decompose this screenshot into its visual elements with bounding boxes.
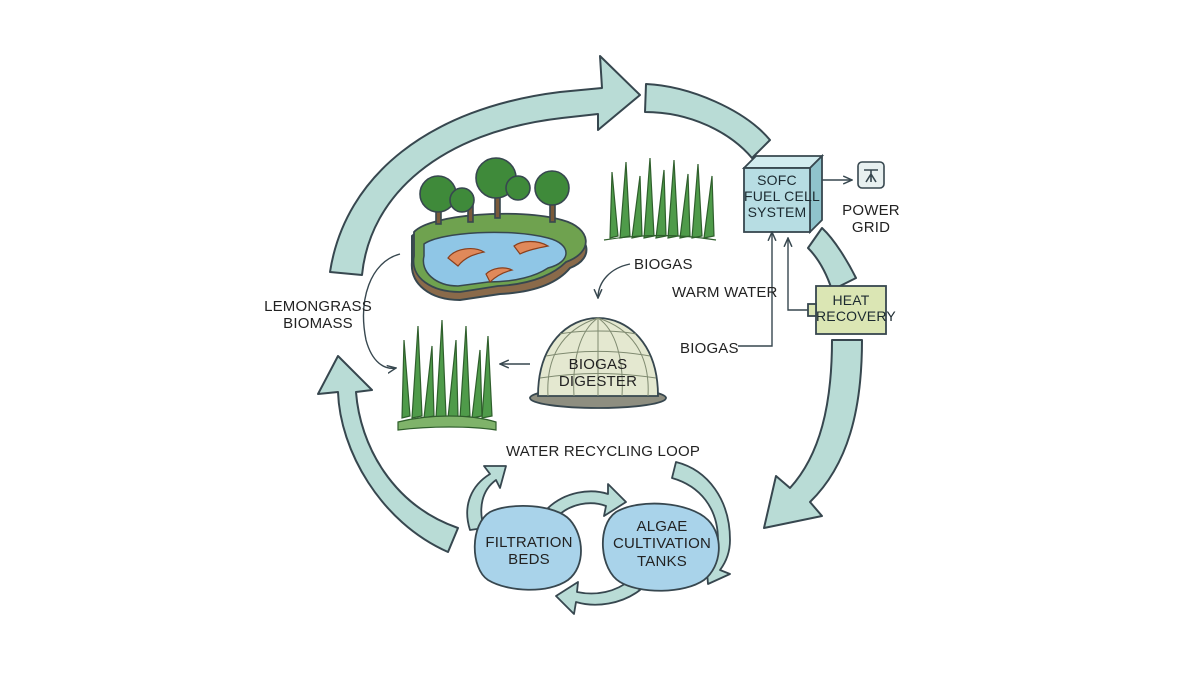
loop-arrow-top [547,483,627,517]
cycle-arrow-top-right [644,83,771,159]
filtration-beds-blob [473,504,582,591]
biogas-digester-dome [529,317,667,409]
algae-tanks-blob [602,502,720,592]
outer-cycle-arrows [317,55,863,553]
sofc-fuel-cell-box [741,153,825,235]
digester-label: BIOGAS DIGESTER [548,356,648,391]
lemongrass-biomass-illustration [397,319,497,431]
cycle-arrow-right-lower [763,339,863,529]
filtration-label-line1: FILTRATION [485,534,573,551]
power-grid-label-line1: POWER [842,202,900,219]
sofc-label: SOFC FUEL CELL SYSTEM [744,172,820,221]
line-heat-to-sofc [788,238,808,311]
warm-water-label: WARM WATER [672,284,778,301]
flow-lines [362,180,852,368]
power-grid-icon [857,161,885,189]
shrimp-1 [447,248,486,267]
lemongrass-biomass-label: LEMONGRASS BIOMASS [262,298,374,333]
power-grid-label-line2: GRID [851,219,891,237]
heat-recovery-box [807,285,887,335]
shrimp-pond-illustration [410,157,588,302]
algae-label-line2: CULTIVATION [612,535,712,553]
water-loop-title: WATER RECYCLING LOOP [506,443,701,460]
filtration-label-line2: BEDS [508,551,550,569]
algae-tanks-label: ALGAE CULTIVATION TANKS [604,518,720,570]
lemongrass-top-illustration [603,157,717,241]
tree-1 [419,175,457,213]
algae-label-line1: ALGAE [636,518,688,535]
digester-label-line2: DIGESTER [558,373,638,391]
filtration-beds-label: FILTRATION BEDS [474,534,584,569]
shrimp-2 [513,240,550,255]
algae-label-line3: TANKS [637,552,687,570]
line-pond-to-grass [362,253,401,368]
biogas-right-label: BIOGAS [680,340,739,357]
line-biogas-to-digester [598,263,631,298]
sofc-label-line1: SOFC [757,172,797,188]
sofc-label-line2: FUEL CELL [744,188,820,205]
power-grid-label: POWER GRID [838,202,904,237]
tree-3 [534,170,570,206]
sofc-label-line3: SYSTEM [747,204,807,221]
heat-recovery-label-line1: HEAT [832,292,870,308]
loop-arrow-right [671,461,731,585]
digester-label-line1: BIOGAS [568,356,628,373]
loop-arrow-left [466,465,507,531]
biogas-top-label: BIOGAS [634,256,693,273]
cycle-arrow-top [329,55,641,276]
water-loop-tanks [473,502,720,592]
cycle-arrow-right-upper [807,227,857,291]
lemongrass-label-line2: BIOMASS [283,315,353,333]
shrimp-3 [485,267,514,284]
line-biogas-to-sofc [738,232,772,347]
heat-recovery-label-line2: RECOVERY [816,308,896,325]
water-loop-arrows [466,461,731,615]
cycle-arrow-left-lower [317,355,459,553]
heat-recovery-label: HEAT RECOVERY [816,292,896,325]
loop-arrow-bottom [555,579,641,615]
lemongrass-label-line1: LEMONGRASS [264,298,372,315]
